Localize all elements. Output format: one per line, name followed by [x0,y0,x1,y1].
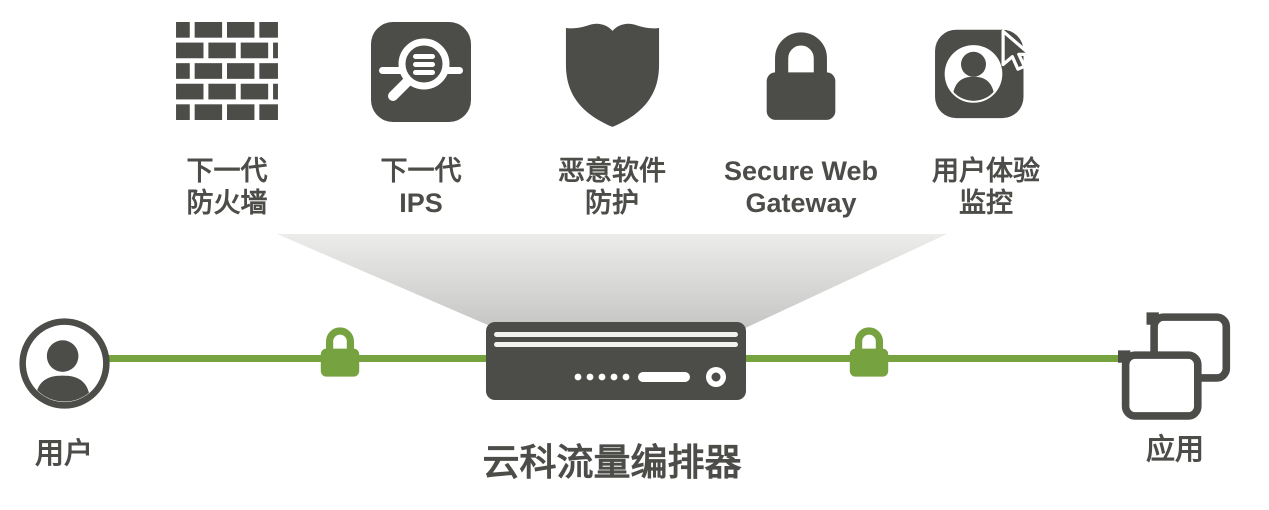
service-label: 恶意软件 防护 [558,156,666,220]
service-malware-protection: 恶意软件 防护 [502,22,722,220]
service-next-gen-firewall: 下一代 防火墙 [117,22,337,220]
service-label: 下一代 IPS [381,156,462,220]
service-label: Secure Web Gateway [724,156,878,220]
service-label-line2: 监控 [959,187,1013,218]
orchestrator-appliance-icon [486,322,746,400]
service-label: 用户体验 监控 [932,156,1040,220]
user-monitor-cursor-icon [933,22,1039,142]
service-secure-web-gateway: Secure Web Gateway [691,22,911,220]
user-node-icon [18,317,111,410]
user-node-label: 用户 [34,438,93,470]
service-label-line2: 防火墙 [186,187,268,218]
firewall-icon [176,22,278,142]
ips-magnifier-icon [371,22,471,142]
applications-node-icon [1118,312,1232,422]
encryption-lock-left-icon [316,322,364,380]
service-label-line1: 下一代 [380,156,462,186]
encryption-lock-right-icon [845,322,893,380]
shield-icon [564,22,661,142]
service-label-line2: Gateway [745,187,857,218]
orchestrator-node-label: 云科流量编排器 [482,442,742,483]
service-label-line2: 防护 [585,187,639,218]
apps-node-label: 应用 [1145,434,1204,466]
service-funnel-beam [277,234,947,328]
service-label-line1: Secure Web [723,156,879,186]
lock-icon [757,22,845,142]
service-label-line1: 恶意软件 [558,156,666,186]
service-label-line1: 用户体验 [932,156,1040,186]
service-label-line2: IPS [399,187,443,218]
service-user-experience-monitoring: 用户体验 监控 [876,22,1096,220]
service-label: 下一代 防火墙 [187,156,268,220]
service-label-line1: 下一代 [186,156,268,186]
service-next-gen-ips: 下一代 IPS [311,22,531,220]
